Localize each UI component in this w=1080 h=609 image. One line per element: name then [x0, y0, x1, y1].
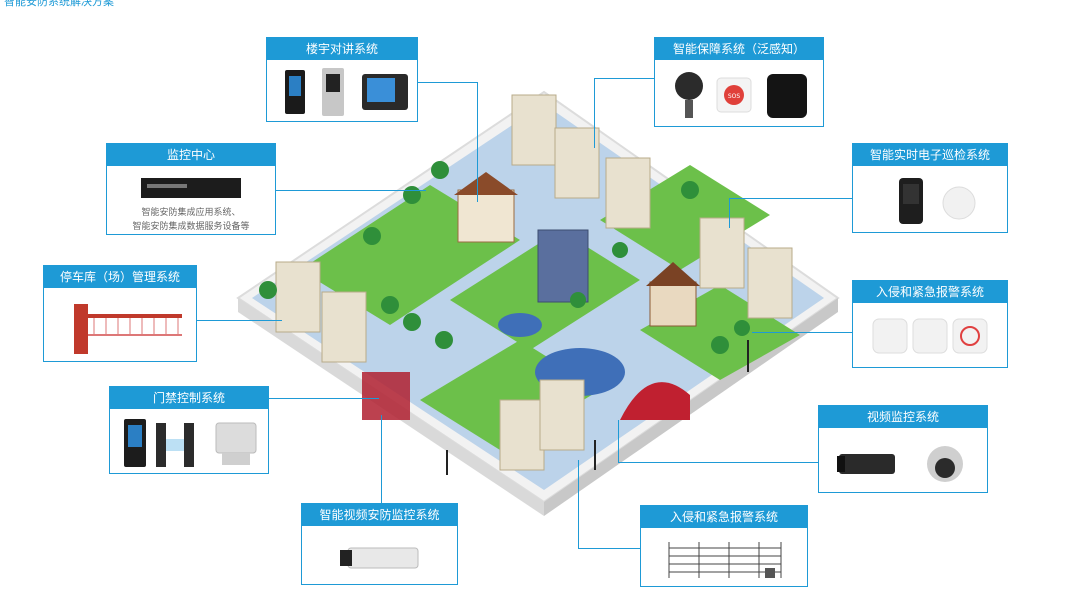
- house-roof: [454, 172, 518, 195]
- access-control-card[interactable]: 门禁控制系统: [109, 386, 269, 474]
- gate: [362, 372, 410, 420]
- box-camera-icon: [839, 454, 895, 474]
- connector-line: [594, 78, 595, 148]
- detector-icon: [767, 74, 807, 118]
- monitor-center-card-label: 监控中心: [107, 144, 275, 166]
- sos-label: SOS: [728, 93, 741, 100]
- connector-line: [276, 190, 426, 191]
- guarantee-card-label: 智能保障系统（泛感知）: [655, 38, 823, 60]
- connector-line: [418, 82, 478, 83]
- office-building: [537, 229, 589, 303]
- intercom-card[interactable]: 楼宇对讲系统: [266, 37, 418, 122]
- connector-line: [618, 420, 619, 462]
- intrusion-fence-card[interactable]: 入侵和紧急报警系统: [640, 505, 808, 587]
- intercom-card-label: 楼宇对讲系统: [267, 38, 417, 60]
- video-surveillance-card-label: 视频监控系统: [819, 406, 987, 428]
- patrol-card[interactable]: 智能实时电子巡检系统: [852, 143, 1008, 233]
- camera-devices: [837, 446, 963, 482]
- intrusion-alarm-card-label: 入侵和紧急报警系统: [853, 281, 1007, 303]
- house: [649, 281, 697, 327]
- electric-fence-icon: [668, 542, 782, 578]
- intercom-devices: [285, 68, 408, 116]
- turnstile-icon: [156, 423, 166, 467]
- checkpoint-icon: [942, 186, 976, 220]
- connector-line: [197, 320, 282, 321]
- connector-line: [578, 460, 579, 548]
- access-devices: [124, 419, 257, 467]
- sensor-icon: [675, 72, 703, 100]
- connector-line: [578, 548, 640, 549]
- patrol-card-label: 智能实时电子巡检系统: [853, 144, 1007, 166]
- desktop-terminal-icon: [215, 422, 257, 454]
- barrier-gate-icon: [74, 304, 182, 354]
- intrusion-fence-card-label: 入侵和紧急报警系统: [641, 506, 807, 528]
- smart-camera-icon: [340, 547, 419, 569]
- video-surveillance-card[interactable]: 视频监控系统: [818, 405, 988, 493]
- apartment-building: [275, 94, 793, 471]
- smart-video-card-label: 智能视频安防监控系统: [302, 504, 457, 526]
- connector-line: [618, 462, 818, 463]
- pond: [498, 313, 542, 337]
- alarm-button-icon: [952, 318, 988, 354]
- connector-line: [269, 398, 379, 399]
- connector-line: [729, 198, 852, 199]
- connector-line: [752, 332, 852, 333]
- grass-area: [600, 165, 770, 270]
- alarm-button-icon: [912, 318, 948, 354]
- parking-card[interactable]: 停车库（场）管理系统: [43, 265, 197, 362]
- entrance-arch: [620, 382, 690, 420]
- alarm-button-icon: [872, 318, 908, 354]
- lamp-post: [446, 340, 749, 475]
- access-control-card-label: 门禁控制系统: [110, 387, 268, 409]
- server-icon: [141, 178, 241, 198]
- intrusion-alarm-card[interactable]: 入侵和紧急报警系统: [852, 280, 1008, 368]
- connector-line: [477, 82, 478, 202]
- connector-line: [594, 78, 654, 79]
- monitor-center-card[interactable]: 监控中心 智能安防集成应用系统、 智能安防集成数据服务设备等: [106, 143, 276, 235]
- guarantee-devices: SOS: [675, 72, 807, 118]
- smart-video-card[interactable]: 智能视频安防监控系统: [301, 503, 458, 585]
- alarm-devices: [872, 318, 988, 354]
- parking-card-label: 停车库（场）管理系统: [44, 266, 196, 288]
- guarantee-card[interactable]: 智能保障系统（泛感知） SOS: [654, 37, 824, 127]
- connector-line: [381, 415, 382, 503]
- patrol-devices: [899, 178, 976, 224]
- page-title: 智能安防系统解决方案: [4, 0, 114, 8]
- house-roof: [646, 262, 700, 286]
- house: [457, 189, 515, 243]
- monitor-center-note: 智能安防集成数据服务设备等: [132, 222, 250, 232]
- monitor-center-note: 智能安防集成应用系统、: [141, 208, 241, 218]
- connector-line: [729, 198, 730, 228]
